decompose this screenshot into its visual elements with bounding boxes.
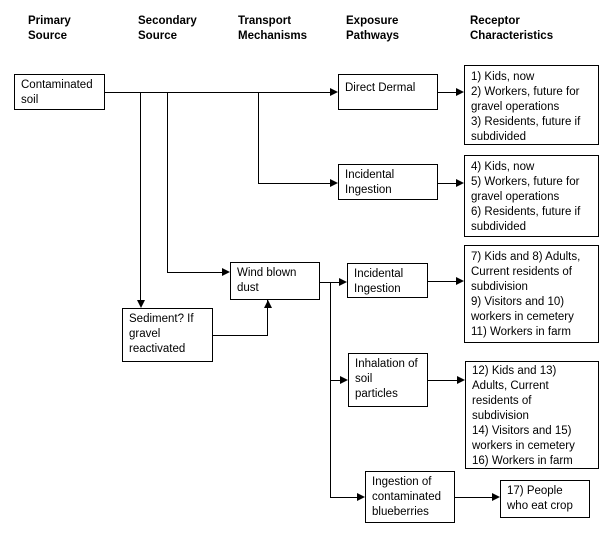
arrowhead-into-incidental-b — [339, 278, 347, 286]
arrowhead-into-direct-dermal — [330, 88, 338, 96]
connector-wind-dust-to-trunk — [320, 282, 339, 283]
box-receptors-12-16: 12) Kids and 13) Adults, Current residen… — [465, 361, 599, 469]
connector-soil-to-sediment — [140, 92, 141, 300]
box-sediment-if-gravel-reactivated: Sediment? If gravel reactivated — [122, 308, 213, 362]
box-contaminated-soil: Contaminated soil — [14, 74, 105, 110]
arrowhead-into-receptors-17 — [492, 493, 500, 501]
arrowhead-into-receptors-1-3 — [456, 88, 464, 96]
box-wind-blown-dust: Wind blown dust — [230, 262, 320, 300]
arrowhead-into-blueberries — [357, 493, 365, 501]
box-receptors-17: 17) People who eat crop — [500, 480, 590, 518]
connector-blueberries-to-receptors-17 — [455, 497, 492, 498]
column-header-primary-source: Primary Source — [28, 15, 71, 42]
arrowhead-into-receptors-12-16 — [457, 376, 465, 384]
box-inhalation-of-soil-particles: Inhalation of soil particles — [348, 353, 428, 407]
connector-trunk-vertical — [330, 282, 331, 498]
connector-trunk-to-blueberries — [330, 497, 357, 498]
connector-soil-main-horizontal — [105, 92, 331, 93]
connector-soil-to-wind-dust-vertical — [167, 92, 168, 273]
box-receptors-1-3: 1) Kids, now 2) Workers, future for grav… — [464, 65, 599, 145]
connector-inhalation-to-receptors-12-16 — [428, 380, 457, 381]
arrowhead-into-sediment — [137, 300, 145, 308]
connector-soil-to-wind-dust-horizontal — [167, 272, 222, 273]
column-header-transport-mechanisms: Transport Mechanisms — [238, 15, 308, 42]
connector-soil-to-incidental-a-vertical — [258, 92, 259, 184]
connector-sediment-to-wind-dust-horizontal — [213, 335, 268, 336]
arrowhead-into-incidental-a — [330, 179, 338, 187]
arrowhead-into-receptors-4-6 — [456, 179, 464, 187]
arrowhead-into-receptors-7-11 — [456, 277, 464, 285]
box-receptors-4-6: 4) Kids, now 5) Workers, future for grav… — [464, 155, 599, 237]
connector-incidental-b-to-receptors-7-11 — [428, 281, 456, 282]
column-header-exposure-pathways: Exposure Pathways — [346, 15, 400, 42]
box-ingestion-of-contaminated-blueberries: Ingestion of contaminated blueberries — [365, 471, 455, 523]
box-incidental-ingestion-a: Incidental Ingestion — [338, 164, 438, 200]
column-header-secondary-source: Secondary Source — [138, 15, 197, 42]
arrowhead-into-wind-dust-bottom — [264, 300, 272, 308]
arrowhead-into-wind-dust-left — [222, 268, 230, 276]
column-header-receptor-characteristics: Receptor Characteristics — [470, 15, 554, 42]
connector-soil-to-incidental-a-horizontal — [258, 183, 330, 184]
connector-direct-dermal-to-receptors-1-3 — [438, 92, 456, 93]
connector-sediment-to-wind-dust-vertical — [267, 300, 268, 336]
arrowhead-into-inhalation — [340, 376, 348, 384]
box-incidental-ingestion-b: Incidental Ingestion — [347, 263, 428, 298]
connector-trunk-to-inhalation — [330, 380, 340, 381]
box-direct-dermal: Direct Dermal — [338, 74, 438, 110]
connector-incidental-a-to-receptors-4-6 — [438, 183, 456, 184]
box-receptors-7-11: 7) Kids and 8) Adults, Current residents… — [464, 245, 599, 343]
